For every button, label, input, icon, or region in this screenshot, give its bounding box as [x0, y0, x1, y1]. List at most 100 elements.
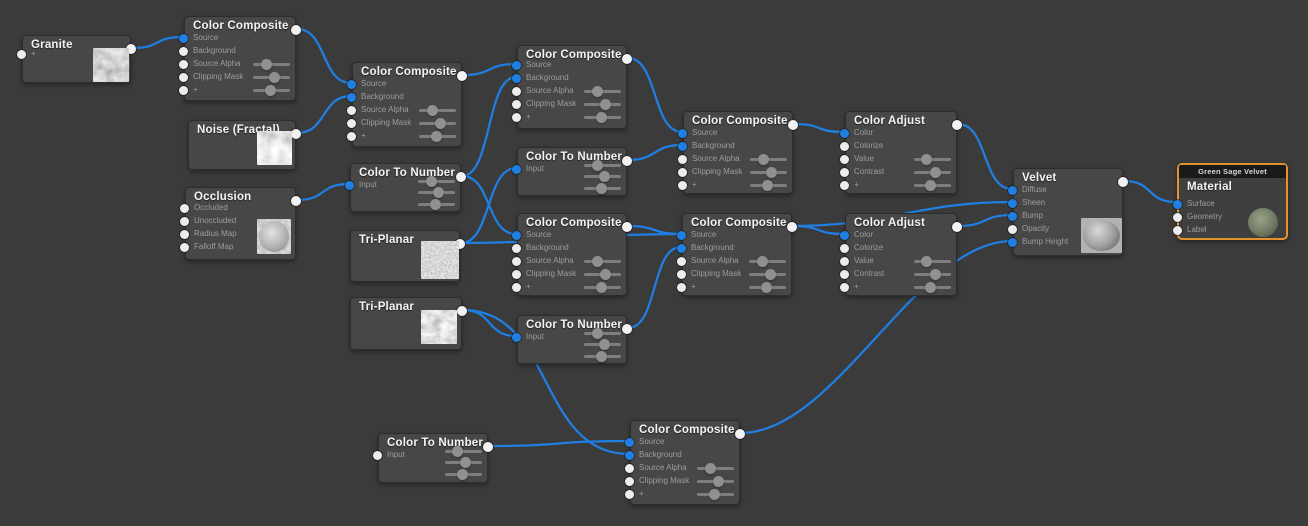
wire-cc3-to-cc5[interactable]: [626, 56, 684, 134]
node-tp2[interactable]: Tri-Planar: [350, 297, 467, 350]
slider[interactable]: [584, 281, 621, 293]
input-port--[interactable]: [678, 180, 687, 190]
slider-knob[interactable]: [426, 104, 438, 116]
wire-ctn4-to-cc7[interactable]: [487, 439, 631, 448]
input-port-source-alpha[interactable]: [347, 105, 356, 115]
input-port--[interactable]: [179, 85, 188, 95]
input-port-contrast[interactable]: [840, 167, 849, 177]
input-port-background[interactable]: [678, 141, 687, 151]
output-port[interactable]: [126, 44, 136, 54]
wire-occlusion-to-ctn1[interactable]: [295, 182, 351, 202]
input-port-radius-map[interactable]: [180, 229, 189, 239]
output-port[interactable]: [952, 120, 962, 130]
output-port[interactable]: [622, 222, 632, 232]
slider-knob[interactable]: [600, 98, 612, 110]
slider-knob[interactable]: [429, 198, 441, 210]
slider[interactable]: [914, 255, 951, 267]
wire-ca2-to-velvet[interactable]: [956, 213, 1014, 228]
slider[interactable]: [584, 182, 621, 194]
slider[interactable]: [750, 153, 787, 165]
slider-knob[interactable]: [460, 457, 472, 468]
output-port[interactable]: [787, 222, 797, 232]
slider[interactable]: [253, 58, 290, 70]
slider-knob[interactable]: [921, 255, 933, 267]
input-port-value[interactable]: [840, 256, 849, 266]
wire-granite-to-cc1[interactable]: [130, 35, 185, 50]
input-port-bump-height[interactable]: [1008, 237, 1017, 247]
slider[interactable]: [749, 268, 786, 280]
output-port[interactable]: [735, 429, 745, 439]
slider-knob[interactable]: [264, 84, 276, 96]
input-port--[interactable]: [512, 112, 521, 122]
output-port[interactable]: [456, 172, 466, 182]
input-port-clipping-mask[interactable]: [677, 269, 686, 279]
wire-cc7-to-velvet[interactable]: [739, 239, 1014, 435]
input-port-geometry[interactable]: [1173, 212, 1182, 222]
slider[interactable]: [914, 179, 951, 191]
slider-knob[interactable]: [595, 111, 607, 123]
slider-knob[interactable]: [924, 281, 936, 293]
output-port[interactable]: [455, 239, 465, 249]
slider[interactable]: [418, 175, 455, 187]
input-port-clipping-mask[interactable]: [512, 269, 521, 279]
slider-knob[interactable]: [433, 187, 445, 198]
wire-tp2-to-cc7[interactable]: [461, 308, 631, 456]
input-port-background[interactable]: [512, 243, 521, 253]
input-port-diffuse[interactable]: [1008, 185, 1017, 195]
slider[interactable]: [914, 281, 951, 293]
input-port-source[interactable]: [512, 230, 521, 240]
input-port-background[interactable]: [677, 243, 686, 253]
input-port-falloff-map[interactable]: [180, 242, 189, 252]
slider[interactable]: [914, 153, 951, 165]
input-port-input[interactable]: [345, 180, 354, 190]
slider-knob[interactable]: [595, 281, 607, 293]
slider-knob[interactable]: [921, 153, 933, 165]
input-port--[interactable]: [677, 282, 686, 292]
input-port-source[interactable]: [677, 230, 686, 240]
input-port-source[interactable]: [179, 33, 188, 43]
slider[interactable]: [253, 71, 290, 83]
node-noise[interactable]: Noise (Fractal): [188, 120, 301, 170]
slider[interactable]: [584, 111, 621, 123]
input-port-source-alpha[interactable]: [625, 463, 634, 473]
wire-cc4-to-cc6[interactable]: [626, 224, 683, 236]
input-port-color[interactable]: [840, 230, 849, 240]
slider[interactable]: [418, 187, 455, 198]
slider-knob[interactable]: [713, 475, 725, 487]
slider[interactable]: [419, 130, 456, 142]
wire-velvet-to-material[interactable]: [1122, 179, 1178, 204]
output-port[interactable]: [952, 222, 962, 232]
slider[interactable]: [253, 84, 290, 96]
slider[interactable]: [697, 488, 734, 500]
slider[interactable]: [584, 255, 621, 267]
slider-knob[interactable]: [765, 268, 777, 280]
input-port-source[interactable]: [347, 79, 356, 89]
input-port-colorize[interactable]: [840, 243, 849, 253]
slider[interactable]: [584, 85, 621, 97]
input-port--[interactable]: [347, 131, 356, 141]
slider[interactable]: [750, 179, 787, 191]
slider-knob[interactable]: [599, 339, 611, 350]
slider-knob[interactable]: [924, 179, 936, 191]
wire-tp1-to-ctn2[interactable]: [459, 166, 518, 245]
slider-knob[interactable]: [766, 166, 778, 178]
output-port[interactable]: [291, 196, 301, 206]
slider[interactable]: [584, 159, 621, 171]
slider[interactable]: [419, 104, 456, 116]
slider-knob[interactable]: [708, 488, 720, 500]
input-port-input[interactable]: [512, 164, 521, 174]
output-port[interactable]: [622, 156, 632, 166]
wire-ca1-to-velvet[interactable]: [956, 122, 1014, 191]
input-port-bump[interactable]: [1008, 211, 1017, 221]
